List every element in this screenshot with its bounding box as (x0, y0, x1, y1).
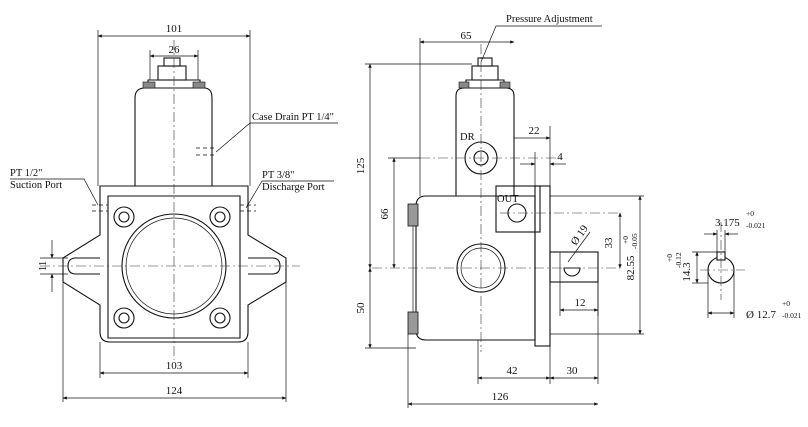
dim-key-width-tol-lower: -0.021 (746, 221, 766, 230)
front-adjust-screw (157, 65, 187, 81)
label-discharge-port-size: PT 3/8" (262, 170, 294, 181)
dim-82-55: 82.55 (625, 255, 637, 280)
label-pressure-adjustment: Pressure Adjustment (506, 14, 593, 25)
dim-shaft-dia-tol-lower: -0.021 (782, 311, 802, 320)
dim-key-height-tol-lower: -0.12 (674, 252, 683, 268)
dim-key-width-tol-upper: +0 (746, 209, 754, 218)
dim-key-width: 3.175 (715, 217, 740, 229)
dim-key-height-tol-upper: +0 (665, 254, 674, 262)
front-bolt-holes (113, 206, 231, 329)
dim-slot-height: 11 (37, 261, 49, 272)
label-case-drain: Case Drain PT 1/4" (252, 112, 334, 123)
dim-height-50: 50 (355, 302, 367, 314)
dim-33: 33 (603, 237, 615, 249)
side-shaft (549, 251, 599, 283)
label-discharge-port: Discharge Port (262, 182, 325, 193)
dim-shaft-dia-tol-upper: +0 (782, 299, 790, 308)
dim-42: 42 (507, 365, 518, 377)
dim-height-66: 66 (379, 208, 391, 220)
dim-height-125: 125 (355, 157, 367, 174)
front-body (107, 195, 241, 339)
front-upper-housing (134, 87, 213, 186)
side-view: Pressure Adjustment DR OUT 65 125 66 50 … (355, 14, 644, 408)
dim-33-tol-lower: -0.05 (630, 233, 639, 249)
dim-33-tol-upper: +0 (621, 236, 630, 244)
dim-key-height: 14.3 (681, 262, 693, 282)
dim-12: 12 (575, 297, 586, 309)
dim-4: 4 (557, 151, 563, 163)
front-view: 101 26 103 124 11 PT 1/2" Suction Port C… (10, 23, 338, 402)
dim-126: 126 (492, 391, 509, 403)
key-view: 3.175 +0 -0.021 14.3 +0 -0.12 Ø 12.7 +0 … (665, 209, 802, 321)
side-upper-housing (455, 87, 515, 196)
dim-base-width: 103 (166, 360, 183, 372)
label-dr: DR (460, 132, 475, 143)
dim-mount-width: 124 (166, 385, 183, 397)
dim-22: 22 (529, 125, 540, 137)
dim-top-width: 65 (461, 30, 473, 42)
front-mount-flange (62, 185, 287, 343)
label-suction-port-size: PT 1/2" (10, 168, 42, 179)
label-suction-port: Suction Port (10, 180, 62, 191)
label-out: OUT (497, 194, 519, 205)
dim-30: 30 (567, 365, 579, 377)
side-flange (534, 185, 551, 347)
dim-top-offset: 26 (169, 44, 181, 56)
dim-overall-width: 101 (166, 23, 183, 35)
dim-shaft-diameter-key: Ø 12.7 (746, 309, 776, 321)
